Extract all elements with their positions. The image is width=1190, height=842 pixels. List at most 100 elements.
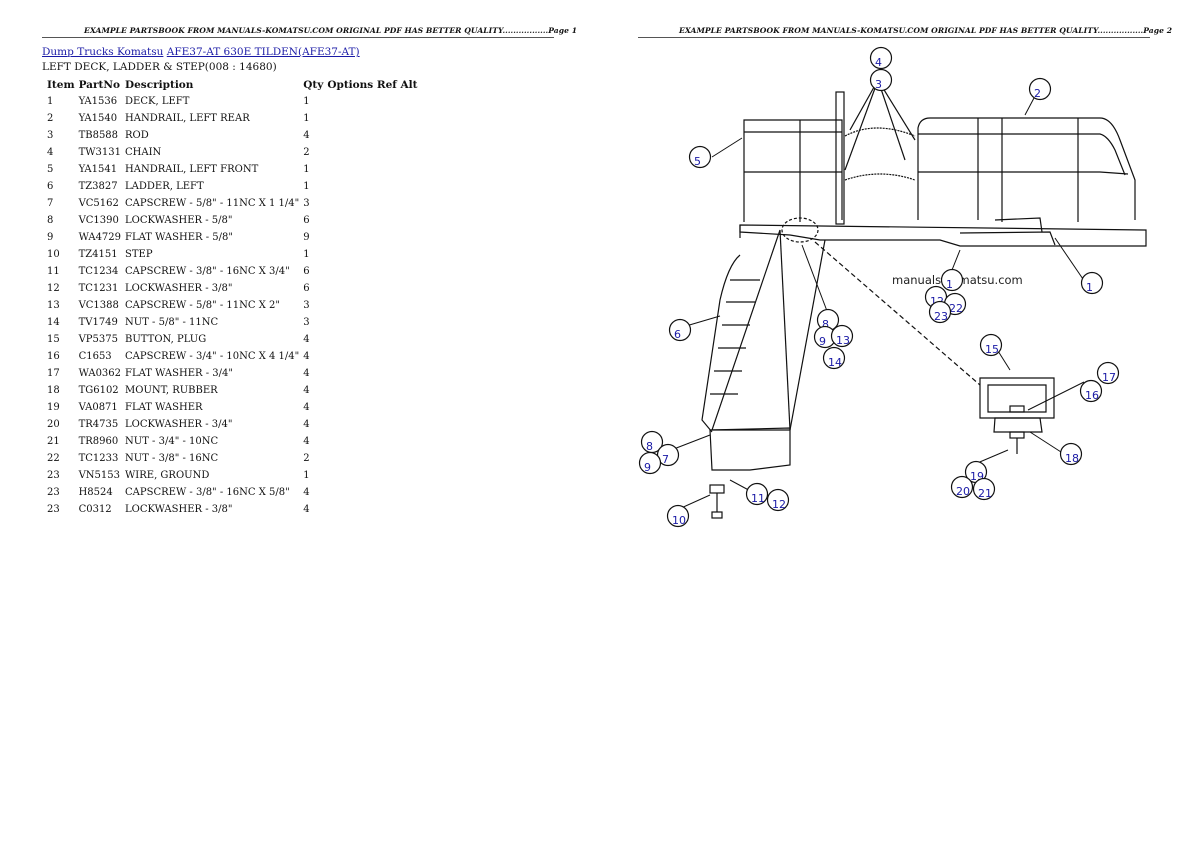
cell-item: 4 <box>47 147 54 158</box>
cell-partno: VC1390 <box>78 215 119 226</box>
cell-options <box>325 93 419 110</box>
cell-description: NUT - 5/8" - 11NC <box>125 317 219 328</box>
cell-description: CAPSCREW - 3/8" - 16NC X 5/8" <box>125 487 290 498</box>
callout-label: 8 <box>646 440 653 453</box>
cell-qty: 4 <box>303 385 310 396</box>
cell-item: 6 <box>47 181 54 192</box>
step <box>709 427 791 471</box>
cell-item: 2 <box>47 113 54 124</box>
callout-label: 22 <box>949 302 963 315</box>
cell-options <box>325 144 419 161</box>
callout-circle <box>979 333 1003 357</box>
cell-options <box>325 416 419 433</box>
cell-description: DECK, LEFT <box>125 96 190 107</box>
cell-qty: 2 <box>303 147 310 158</box>
col-qty: Qty <box>303 79 324 91</box>
cell-item: 19 <box>47 402 60 413</box>
cell-description: NUT - 3/4" - 10NC <box>125 436 219 447</box>
cell-description: BUTTON, PLUG <box>125 334 207 345</box>
cell-options <box>325 178 419 195</box>
cell-description: MOUNT, RUBBER <box>125 385 218 396</box>
cell-description: FLAT WASHER - 3/4" <box>125 368 233 379</box>
callout-circle <box>869 68 893 92</box>
cell-item: 23 <box>47 504 60 515</box>
cell-options <box>325 161 419 178</box>
cell-item: 22 <box>47 453 60 464</box>
cell-partno: YA1536 <box>78 96 118 107</box>
callout-label: 15 <box>985 343 999 356</box>
callout-label: 5 <box>694 155 701 168</box>
ladder <box>711 229 826 431</box>
cell-partno: C0312 <box>78 504 112 515</box>
cell-qty: 1 <box>303 96 310 107</box>
callout-label: 17 <box>1102 371 1116 384</box>
cell-options <box>325 348 419 365</box>
cell-partno: TC1231 <box>78 283 119 294</box>
cell-partno: WA4729 <box>78 232 122 243</box>
callout-label: 9 <box>644 461 651 474</box>
cell-description: CHAIN <box>125 147 162 158</box>
callout-circle <box>822 346 846 370</box>
cell-qty: 4 <box>303 351 310 362</box>
callout-circle <box>940 268 964 292</box>
page-header: EXAMPLE PARTSBOOK FROM MANUALS-KOMATSU.C… <box>679 26 1173 35</box>
cell-description: FLAT WASHER - 5/8" <box>125 232 233 243</box>
cell-options <box>325 263 419 280</box>
cell-item: 3 <box>47 130 54 141</box>
cell-item: 1 <box>47 96 54 107</box>
callout-label: 14 <box>828 356 842 369</box>
col-description: Description <box>125 79 194 91</box>
cell-partno: TG6102 <box>78 385 119 396</box>
col-options-ref-alt: Options Ref Alt <box>327 79 418 91</box>
callout-label: 13 <box>836 334 850 347</box>
callout-circle <box>869 46 893 70</box>
callout-circle <box>1059 442 1083 466</box>
rubber-mount <box>979 377 1055 419</box>
cell-options <box>325 467 419 484</box>
cell-description: FLAT WASHER <box>125 402 203 413</box>
cell-item: 18 <box>47 385 60 396</box>
breadcrumb-link-dump-trucks[interactable]: Dump Trucks Komatsu <box>42 46 164 58</box>
cell-qty: 1 <box>303 470 310 481</box>
cell-partno: TR4735 <box>78 419 119 430</box>
callout-circle <box>668 318 692 342</box>
cell-qty: 4 <box>303 334 310 345</box>
cell-qty: 4 <box>303 402 310 413</box>
cell-description: CAPSCREW - 5/8" - 11NC X 2" <box>125 300 280 311</box>
callout-circle <box>1096 361 1120 385</box>
breadcrumb-link-model[interactable]: AFE37-AT 630E TILDEN(AFE37-AT) <box>166 46 360 58</box>
callout-label: 11 <box>751 492 765 505</box>
cell-qty: 4 <box>303 368 310 379</box>
cell-partno: TZ4151 <box>78 249 118 260</box>
callout-label: 20 <box>956 485 970 498</box>
deck-outline <box>739 224 1147 247</box>
cell-options <box>325 297 419 314</box>
callout-circle <box>972 477 996 501</box>
cell-options <box>325 365 419 382</box>
callout-circle <box>1080 271 1104 295</box>
cell-description: LOCKWASHER - 3/4" <box>125 419 233 430</box>
cell-item: 8 <box>47 215 54 226</box>
callout-label: 16 <box>1085 389 1099 402</box>
cell-qty: 1 <box>303 113 310 124</box>
parts-table: Item PartNo Description Qty Options Ref … <box>45 77 419 518</box>
cell-options <box>325 433 419 450</box>
cell-partno: VP5375 <box>78 334 118 345</box>
cell-description: ROD <box>125 130 149 141</box>
cell-qty: 6 <box>303 266 310 277</box>
callout-group: 4325111222236891314151716879181920211112… <box>638 46 1120 528</box>
cell-partno: VC1388 <box>78 300 119 311</box>
cell-options <box>325 314 419 331</box>
cell-item: 13 <box>47 300 60 311</box>
cell-qty: 4 <box>303 504 310 515</box>
cell-partno: YA1540 <box>78 113 118 124</box>
cell-qty: 1 <box>303 164 310 175</box>
chain <box>844 127 916 137</box>
callout-label: 12 <box>772 498 786 511</box>
